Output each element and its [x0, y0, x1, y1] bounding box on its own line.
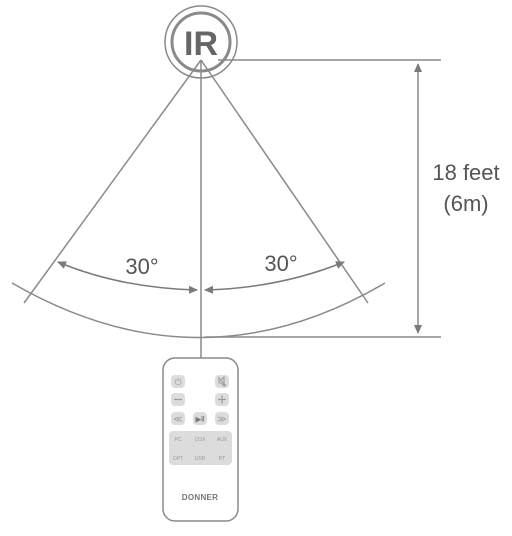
plus-icon: [218, 395, 226, 404]
distance-meter-label: (6m): [443, 191, 488, 216]
next-icon: ≫: [217, 414, 226, 424]
right-angle-arrow: [204, 261, 345, 294]
left-beam-line: [23, 59, 202, 304]
remote-brand-logo: DONNER: [182, 493, 218, 502]
aux-button[interactable]: AUX: [217, 437, 228, 443]
distance-feet-label: 18 feet: [432, 160, 499, 185]
usb-button[interactable]: USB: [195, 456, 206, 462]
distance-dimension: [205, 59, 441, 338]
angle-arrows: [57, 261, 345, 294]
next-button[interactable]: [215, 412, 229, 425]
play-pause-icon: ▶‖: [195, 417, 205, 424]
remote-control: ⏻ ≪ ▶‖ ≫ PC COX AUX OPT USB BT DONNER: [162, 357, 239, 522]
cox-button[interactable]: COX: [195, 437, 207, 443]
bt-button[interactable]: BT: [219, 456, 225, 462]
left-angle-arrow: [57, 261, 198, 294]
right-angle-label: 30°: [264, 251, 297, 276]
previous-button[interactable]: [171, 412, 185, 425]
source-button-panel: [169, 431, 232, 465]
power-button[interactable]: [171, 375, 185, 388]
opt-button[interactable]: OPT: [173, 456, 183, 462]
power-icon: ⏻: [174, 377, 181, 387]
play-pause-button[interactable]: [193, 412, 207, 425]
pc-button[interactable]: PC: [175, 437, 182, 443]
left-angle-label: 30°: [125, 254, 158, 279]
ir-label: IR: [184, 25, 218, 63]
range-arc: [11, 282, 386, 339]
mute-icon: [217, 375, 227, 388]
coverage-lines: [11, 59, 386, 362]
previous-icon: ≪: [173, 414, 182, 424]
